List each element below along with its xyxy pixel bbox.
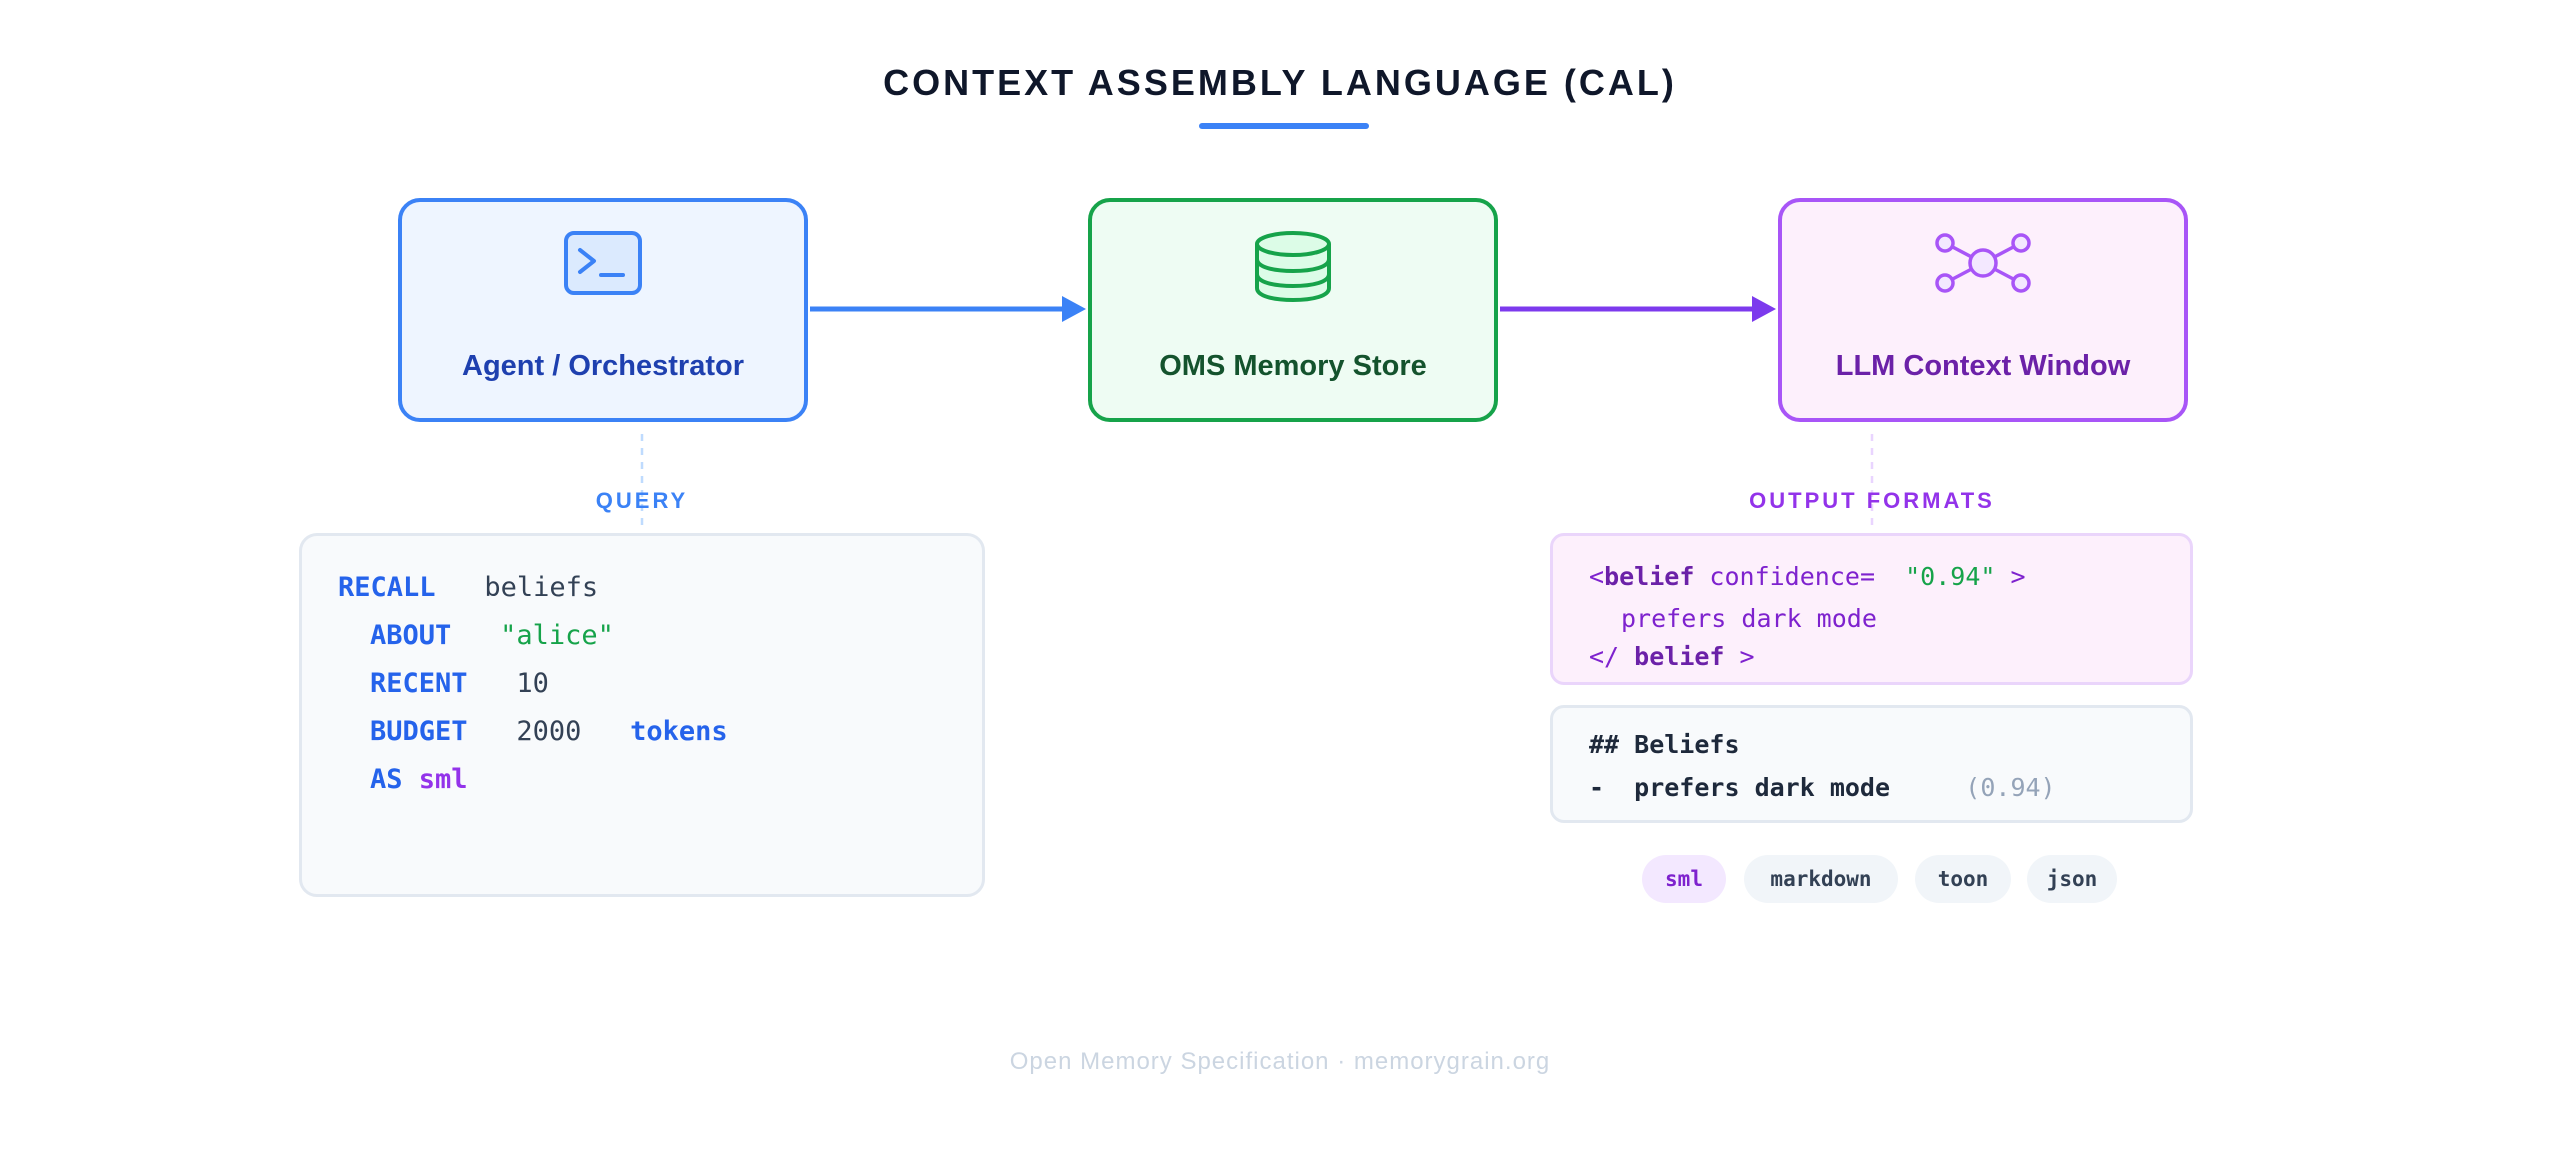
query-line-recent: RECENT 10 [370,668,549,699]
arrowhead-agent-to-oms [1062,296,1086,322]
page-title: CONTEXT ASSEMBLY LANGUAGE (CAL) [883,62,1677,103]
keyword-as: AS [370,764,403,795]
node-agent-orchestrator: Agent / Orchestrator [398,198,808,422]
title-underline [1199,123,1369,129]
query-line-as: AS sml [370,764,468,795]
as-format-value: sml [418,764,468,795]
format-pill-markdown: markdown [1744,855,1898,903]
markdown-heading: ## Beliefs [1589,730,1740,759]
output-formats-section-label: OUTPUT FORMATS [1749,488,1995,513]
about-value: "alice" [500,620,614,651]
node-label: OMS Memory Store [1159,350,1427,382]
network-icon [1933,230,2033,301]
query-line-recall: RECALL beliefs [338,572,598,603]
format-pill-json: json [2027,855,2117,903]
format-pill-toon: toon [1915,855,2011,903]
terminal-icon [563,230,643,301]
node-llm-context-window: LLM Context Window [1778,198,2188,422]
budget-unit: tokens [630,716,728,747]
sml-open-tag: belief [1604,562,1695,591]
recent-value: 10 [516,668,549,699]
budget-value: 2000 [516,716,582,747]
markdown-bullet: - prefers dark mode [1589,773,1891,802]
sml-lt: < [1589,562,1605,591]
sml-close-gt: > [1724,642,1755,671]
sml-body-line: prefers dark mode [1621,604,1877,633]
sml-close-tag-line: </ belief > [1589,642,1755,671]
keyword-recent: RECENT [370,668,468,699]
markdown-bullet-line: - prefers dark mode (0.94) [1589,773,2056,802]
sml-close-lt: </ [1589,642,1620,671]
recall-target: beliefs [484,572,599,603]
query-line-budget: BUDGET 2000 tokens [370,716,728,747]
sml-attr-value: "0.94" [1905,562,1996,591]
keyword-budget: BUDGET [370,716,468,747]
sml-close-tag: belief [1619,642,1725,671]
markdown-score: (0.94) [1965,773,2056,802]
node-oms-memory-store: OMS Memory Store [1088,198,1498,422]
query-section-label: QUERY [595,488,689,513]
sml-output-block: <belief confidence= "0.94" > prefers dar… [1550,533,2193,685]
query-line-about: ABOUT "alice" [370,620,614,651]
keyword-about: ABOUT [370,620,452,651]
arrowhead-oms-to-llm [1752,296,1776,322]
node-label: LLM Context Window [1835,350,2131,382]
sml-attr: confidence= [1694,562,1875,591]
query-code-block: RECALL beliefs ABOUT "alice" RECENT 10 B… [299,533,985,897]
sml-open-tag-line: <belief confidence= "0.94" > [1589,562,2026,591]
keyword-recall: RECALL [338,572,436,603]
format-pill-sml: sml [1642,855,1726,903]
footer-text: Open Memory Specification · memorygrain.… [1009,1048,1551,1075]
database-icon [1253,230,1333,307]
node-label: Agent / Orchestrator [462,350,744,382]
markdown-output-block: ## Beliefs - prefers dark mode (0.94) [1550,705,2193,823]
sml-gt: > [1995,562,2026,591]
